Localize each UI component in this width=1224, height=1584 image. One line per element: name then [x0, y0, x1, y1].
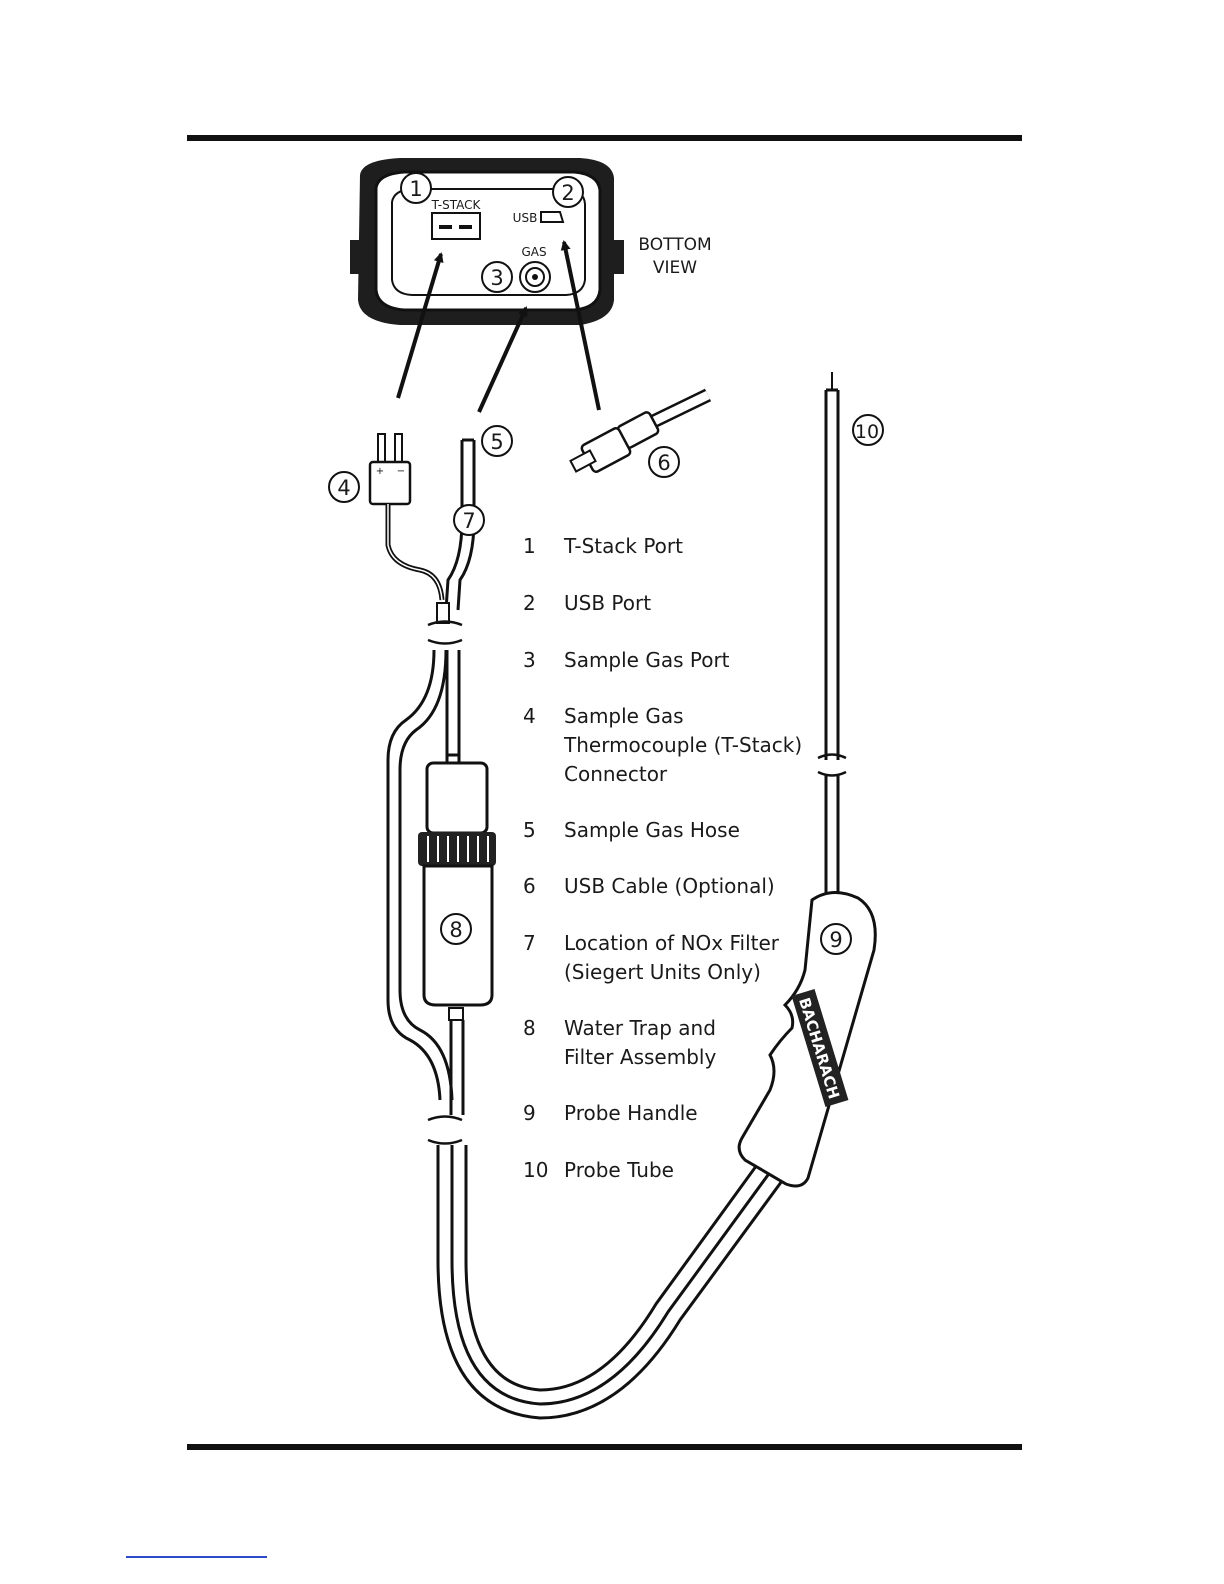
legend-item: 10 Probe Tube [523, 1156, 674, 1185]
legend-number: 8 [523, 1016, 536, 1040]
arrow-tstack [396, 252, 444, 399]
bottom-view-label-line2: VIEW [653, 258, 697, 278]
legend-text: USB Port [564, 591, 652, 615]
callout-10: 10 [852, 414, 884, 446]
legend-item: 3 Sample Gas Port [523, 646, 730, 675]
callout-7: 7 [453, 504, 485, 536]
top-rule [187, 135, 1022, 141]
legend-text: Probe Handle [564, 1101, 698, 1125]
callout-9: 9 [820, 923, 852, 955]
legend-item: 5 Sample Gas Hose [523, 816, 740, 845]
legend-item: 7 Location of NOx Filter (Siegert Units … [523, 929, 779, 987]
legend-text: Sample Gas Hose [564, 818, 740, 842]
legend-number: 9 [523, 1101, 536, 1125]
callout-6: 6 [648, 446, 680, 478]
legend-item: 6 USB Cable (Optional) [523, 872, 775, 901]
svg-text:8: 8 [449, 918, 462, 942]
svg-text:5: 5 [490, 430, 503, 454]
usb-port-graphic [540, 211, 565, 223]
callout-4: 4 [328, 471, 360, 503]
usb-port-label: USB [513, 211, 538, 225]
legend-number: 6 [523, 874, 536, 898]
probe-tube [817, 372, 847, 900]
svg-text:+: + [376, 466, 384, 477]
legend-item: 9 Probe Handle [523, 1099, 698, 1128]
legend-number: 7 [523, 931, 536, 955]
callout-2: 2 [552, 176, 584, 208]
svg-text:7: 7 [462, 509, 475, 533]
svg-text:3: 3 [490, 266, 503, 290]
footer-link-underline[interactable] [126, 1556, 267, 1558]
legend-item: 4 Sample Gas Thermocouple (T-Stack) Conn… [523, 702, 802, 789]
svg-text:6: 6 [657, 451, 670, 475]
legend-text: USB Cable (Optional) [564, 874, 775, 898]
legend-item: 1 T-Stack Port [523, 532, 683, 561]
thermocouple-connector: + − [368, 433, 445, 601]
legend-item: 2 USB Port [523, 589, 651, 618]
arrow-usb [560, 240, 601, 411]
usb-cable [569, 388, 712, 473]
svg-text:1: 1 [409, 177, 422, 201]
callout-5: 5 [481, 425, 513, 457]
svg-text:2: 2 [561, 181, 574, 205]
analyzer-bottom-view: T-STACK USB GAS [350, 158, 624, 325]
legend-number: 10 [523, 1158, 549, 1182]
arrow-gas [477, 306, 528, 413]
legend-number: 4 [523, 704, 536, 728]
connection-arrows [396, 240, 601, 413]
probe-handle: BACHARACH [737, 891, 877, 1188]
svg-text:9: 9 [829, 928, 842, 952]
tstack-port-label: T-STACK [431, 198, 482, 212]
legend-number: 2 [523, 591, 536, 615]
gas-port-label: GAS [521, 245, 546, 259]
callout-8: 8 [440, 913, 472, 945]
svg-text:10: 10 [855, 421, 879, 443]
sample-gas-hose [386, 438, 792, 1420]
legend-text: Sample Gas Port [564, 648, 730, 672]
legend-item: 8 Water Trap and Filter Assembly [523, 1014, 716, 1072]
legend-number: 3 [523, 648, 536, 672]
svg-text:−: − [397, 466, 405, 477]
legend-text: Water Trap and Filter Assembly [564, 1016, 717, 1069]
callout-3: 3 [481, 261, 513, 293]
legend-text: Probe Tube [564, 1158, 674, 1182]
callout-1: 1 [400, 172, 432, 204]
legend-text: Sample Gas Thermocouple (T-Stack) Connec… [564, 704, 803, 786]
svg-text:4: 4 [337, 476, 350, 500]
water-trap-filter-assembly [418, 761, 496, 1007]
legend-text: T-Stack Port [564, 534, 683, 558]
legend-text: Location of NOx Filter (Siegert Units On… [564, 931, 780, 984]
bottom-view-label-line1: BOTTOM [638, 235, 711, 255]
bottom-rule [187, 1444, 1022, 1450]
legend-number: 1 [523, 534, 536, 558]
legend-number: 5 [523, 818, 536, 842]
